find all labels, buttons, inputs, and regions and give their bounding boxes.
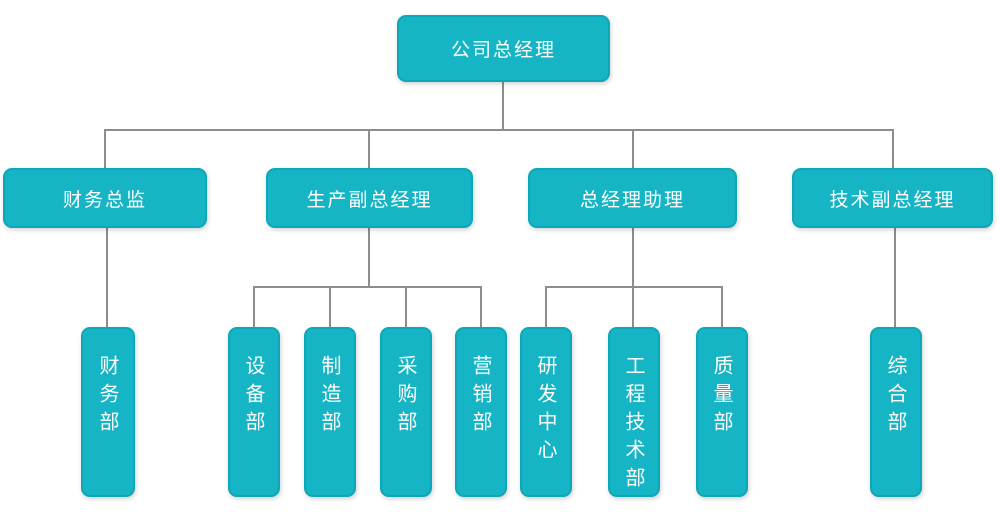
org-node-label: 总经理助理 [579,188,685,211]
org-node-label: 制造部 [318,355,342,439]
org-node-label: 财务部 [96,355,120,439]
org-node-label: 生产副总经理 [306,188,433,211]
org-node-finance-director: 财务总监 [3,168,207,228]
org-node-production-vice-gm: 生产副总经理 [266,168,473,228]
connector-drop-equipment [253,286,255,327]
org-node-label: 综合部 [884,355,908,439]
connector-drop-purchasing [405,286,407,327]
connector-drop-technology [892,129,894,168]
org-node-gm-assistant: 总经理助理 [528,168,737,228]
connector-finance-dept [106,228,108,327]
org-node-marketing-dept: 营销部 [455,327,507,497]
connector-production-bus [253,286,482,288]
org-node-equipment-dept: 设备部 [228,327,280,497]
org-node-company-general-manager: 公司总经理 [397,15,610,82]
connector-level2-bus [104,129,894,131]
org-node-label: 财务总监 [62,188,147,211]
connector-drop-marketing [480,286,482,327]
connector-general-dept [894,228,896,327]
org-node-purchasing-dept: 采购部 [380,327,432,497]
connector-drop-production [368,129,370,168]
connector-drop-quality [721,286,723,327]
org-node-general-affairs-dept: 综合部 [870,327,922,497]
org-node-rnd-center: 研发中心 [520,327,572,497]
org-node-technology-vice-gm: 技术副总经理 [792,168,993,228]
org-node-quality-dept: 质量部 [696,327,748,497]
org-node-label: 公司总经理 [450,39,556,61]
org-node-label: 工程技术部 [622,355,646,495]
connector-drop-assistant [632,129,634,168]
connector-assistant-bus [545,286,723,288]
org-node-label: 采购部 [394,355,418,439]
org-node-engineering-tech-dept: 工程技术部 [608,327,660,497]
org-node-label: 设备部 [242,355,266,439]
org-node-manufacturing-dept: 制造部 [304,327,356,497]
connector-drop-engineering [632,286,634,327]
connector-drop-finance [104,129,106,168]
connector-production-riser [368,228,370,288]
org-node-label: 质量部 [710,355,734,439]
connector-drop-manufacturing [329,286,331,327]
org-node-finance-dept: 财务部 [81,327,135,497]
org-node-label: 营销部 [469,355,493,439]
org-node-label: 技术副总经理 [829,188,956,211]
connector-assistant-riser [632,228,634,288]
org-node-label: 研发中心 [534,355,558,467]
connector-root-riser [502,82,504,130]
connector-drop-rnd [545,286,547,327]
